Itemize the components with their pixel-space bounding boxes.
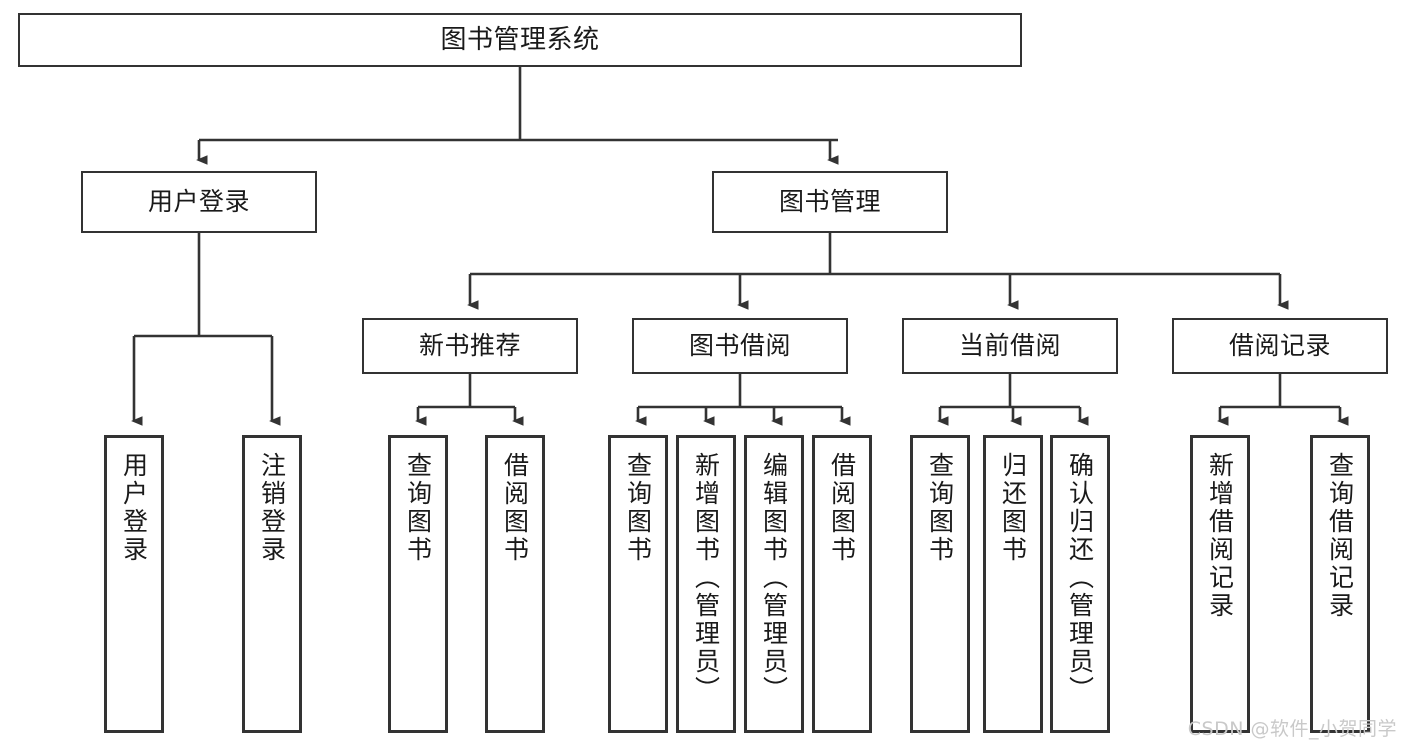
leaf-query-borrow-record-label: 查询借阅记录	[1325, 452, 1355, 620]
leaf-query-borrow-record[interactable]: 查询借阅记录	[1310, 435, 1370, 733]
leaf-confirm-return-admin-label: 确认归还（管理员）	[1065, 452, 1095, 704]
leaf-query-book-borrow-label: 查询图书	[623, 452, 653, 564]
node-book-borrow[interactable]: 图书借阅	[632, 318, 848, 374]
leaf-query-book-current-label: 查询图书	[925, 452, 955, 564]
leaf-query-book-borrow[interactable]: 查询图书	[608, 435, 668, 733]
node-new-book-recommend-label: 新书推荐	[418, 331, 521, 361]
node-book-management[interactable]: 图书管理	[712, 171, 948, 233]
node-new-book-recommend[interactable]: 新书推荐	[362, 318, 578, 374]
leaf-user-login[interactable]: 用户登录	[104, 435, 164, 733]
leaf-query-book-rec[interactable]: 查询图书	[388, 435, 448, 733]
node-borrow-record[interactable]: 借阅记录	[1172, 318, 1388, 374]
leaf-add-book-admin[interactable]: 新增图书（管理员）	[676, 435, 736, 733]
node-book-borrow-label: 图书借阅	[688, 331, 791, 361]
node-current-borrow[interactable]: 当前借阅	[902, 318, 1118, 374]
node-borrow-record-label: 借阅记录	[1228, 331, 1331, 361]
node-book-management-label: 图书管理	[778, 187, 881, 217]
node-user-login[interactable]: 用户登录	[81, 171, 317, 233]
leaf-edit-book-admin[interactable]: 编辑图书（管理员）	[744, 435, 804, 733]
leaf-borrow-book-label: 借阅图书	[827, 452, 857, 564]
leaf-logout-label: 注销登录	[257, 452, 287, 564]
leaf-add-borrow-record-label: 新增借阅记录	[1205, 452, 1235, 620]
leaf-return-book[interactable]: 归还图书	[983, 435, 1043, 733]
node-user-login-label: 用户登录	[147, 187, 250, 217]
leaf-borrow-book[interactable]: 借阅图书	[812, 435, 872, 733]
leaf-borrow-book-rec[interactable]: 借阅图书	[485, 435, 545, 733]
leaf-query-book-rec-label: 查询图书	[403, 452, 433, 564]
leaf-add-book-admin-label: 新增图书（管理员）	[691, 452, 721, 704]
leaf-edit-book-admin-label: 编辑图书（管理员）	[759, 452, 789, 704]
node-root[interactable]: 图书管理系统	[18, 13, 1022, 67]
node-root-label: 图书管理系统	[440, 24, 600, 55]
leaf-add-borrow-record[interactable]: 新增借阅记录	[1190, 435, 1250, 733]
node-current-borrow-label: 当前借阅	[958, 331, 1061, 361]
watermark-text: CSDN @软件_小贺同学	[1187, 718, 1397, 740]
leaf-query-book-current[interactable]: 查询图书	[910, 435, 970, 733]
leaf-logout[interactable]: 注销登录	[242, 435, 302, 733]
leaf-return-book-label: 归还图书	[998, 452, 1028, 564]
leaf-user-login-label: 用户登录	[119, 452, 149, 564]
leaf-borrow-book-rec-label: 借阅图书	[500, 452, 530, 564]
leaf-confirm-return-admin[interactable]: 确认归还（管理员）	[1050, 435, 1110, 733]
